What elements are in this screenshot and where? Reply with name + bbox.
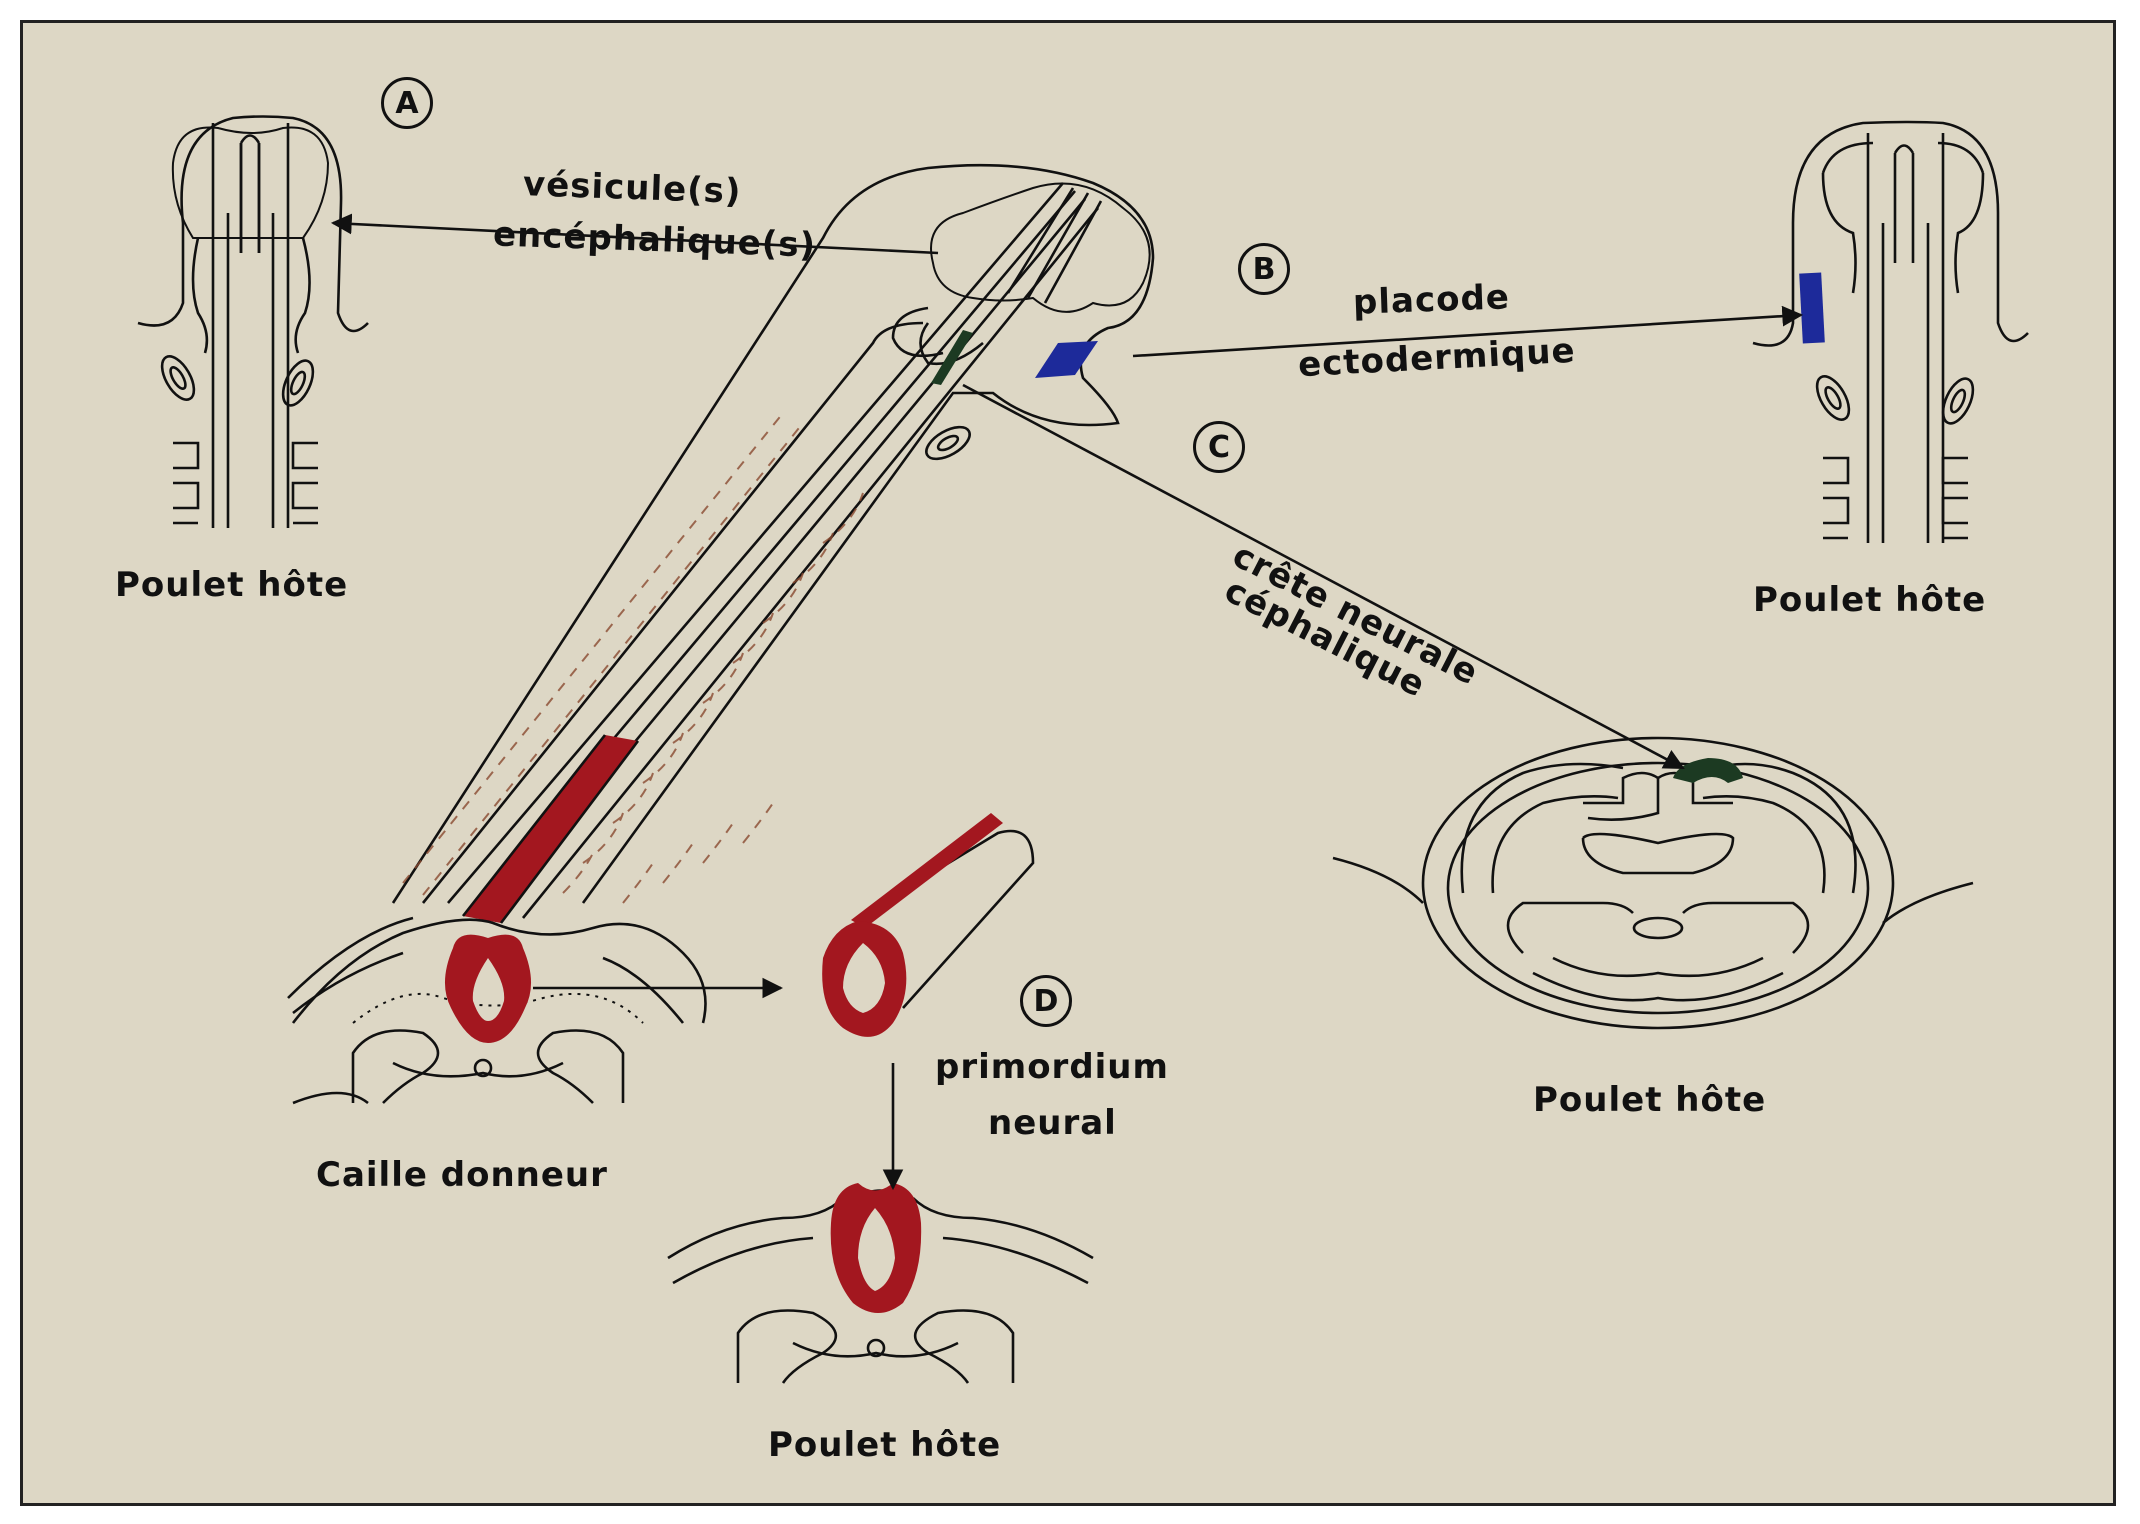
circled-letter-icon: C (1193, 421, 1245, 473)
placode-donor (1035, 341, 1098, 378)
neural-crest-donor (931, 330, 973, 385)
arrows (330, 213, 1804, 1191)
neural-primordium-stripe (463, 735, 638, 923)
diagram-svg (137, 115, 2029, 1384)
donor-label: Caille donneur (316, 1155, 608, 1195)
host-label-c: Poulet hôte (1533, 1080, 1767, 1120)
vesicles-label-1: vésicule(s) (522, 164, 743, 212)
vesicles-label-2: encéphalique(s) (492, 214, 817, 266)
figure-frame: A B C D Poulet hôte Poulet hôte Poulet h… (20, 20, 2116, 1506)
host-embryo-b (1752, 120, 2029, 543)
placode-label-1: placode (1352, 277, 1511, 323)
host-label-a: Poulet hôte (115, 565, 349, 605)
host-label-b: Poulet hôte (1753, 580, 1987, 620)
primordium-label-1: primordium (935, 1047, 1169, 1087)
excised-neural-tube (822, 813, 1035, 1037)
host-section-d (667, 1183, 1094, 1384)
excised-stripe (851, 813, 1003, 928)
circled-letter-icon: A (381, 77, 433, 129)
donor-embryo (287, 163, 1155, 1105)
host-embryo-a (137, 115, 369, 528)
host-neural-tube-d (830, 1183, 922, 1313)
host-section-c (1332, 736, 1974, 1030)
circled-letter-icon: B (1238, 243, 1290, 295)
brain-vesicle-donor (930, 182, 1151, 313)
excised-neural-tube-ring (822, 921, 907, 1037)
circled-letter-icon: D (1020, 975, 1072, 1027)
host-label-d: Poulet hôte (768, 1425, 1002, 1465)
crest-graft-c (1673, 758, 1743, 783)
arrow-icon (962, 383, 1685, 770)
neural-tube-donor (444, 934, 532, 1043)
arrow-icon (330, 213, 939, 255)
placode-graft-b (1799, 272, 1825, 344)
brain-vesicle-a (171, 126, 330, 239)
arrow-icon (1132, 305, 1804, 358)
primordium-label-2: neural (988, 1103, 1117, 1143)
